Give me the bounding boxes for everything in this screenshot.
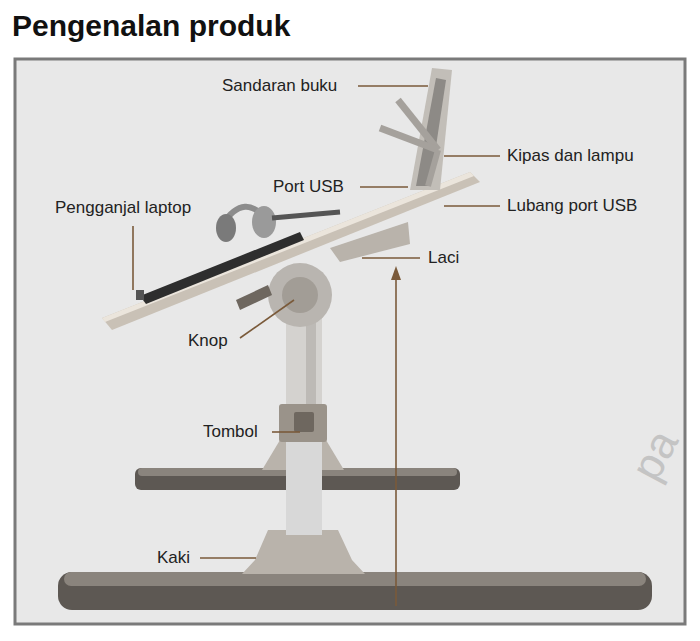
cable	[272, 212, 340, 218]
knob-inner	[282, 277, 318, 313]
fan-lamp-stem	[428, 150, 438, 186]
button	[294, 412, 314, 432]
column-lower	[286, 440, 322, 535]
lever	[236, 285, 272, 310]
leader-line	[358, 85, 428, 87]
part-label: Tombol	[203, 422, 258, 442]
knob	[268, 263, 332, 327]
column-base	[242, 530, 365, 574]
button-collar	[279, 404, 327, 442]
part-label: Sandaran buku	[222, 76, 337, 96]
tabletop-top	[102, 172, 474, 322]
base-foot	[58, 572, 652, 610]
arrow-head	[391, 266, 401, 280]
leader-line	[444, 205, 500, 207]
tabletop	[102, 172, 480, 330]
frame	[15, 59, 685, 624]
title: Pengenalan produk	[12, 8, 290, 44]
leader-line	[240, 300, 294, 338]
fan-lamp-arm	[380, 128, 438, 150]
part-label: Knop	[188, 331, 228, 351]
leader-line	[132, 226, 134, 290]
leader-line	[360, 186, 408, 188]
part-label: Kaki	[157, 548, 190, 568]
laptop-stopper-item	[140, 232, 304, 304]
leader-line	[272, 431, 300, 433]
leader-line	[362, 257, 420, 259]
leader-line	[444, 155, 500, 157]
part-label: Lubang port USB	[507, 196, 637, 216]
leader-line	[200, 557, 256, 559]
earcup	[252, 206, 276, 238]
base-foot-top	[64, 572, 646, 586]
earcup	[216, 214, 236, 242]
height-arrow	[395, 276, 397, 606]
stopper	[136, 290, 144, 300]
part-label: Kipas dan lampu	[507, 146, 634, 166]
part-label: Port USB	[273, 177, 344, 197]
part-label: Laci	[428, 248, 459, 268]
part-label: Pengganjal laptop	[55, 198, 191, 218]
